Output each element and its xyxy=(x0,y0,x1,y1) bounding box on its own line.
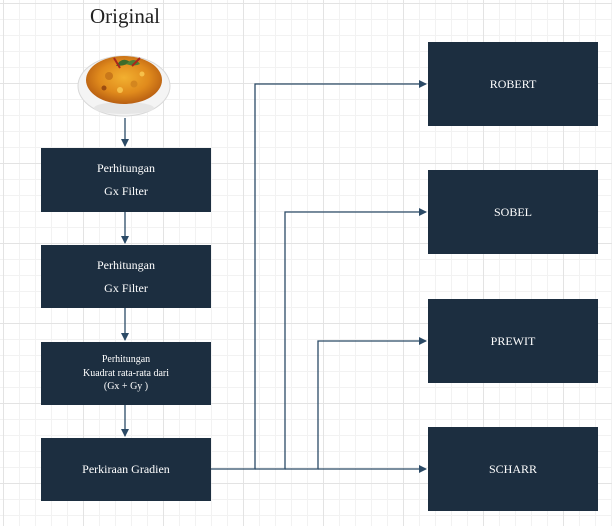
step-label-line: Kuadrat rata-rata dari xyxy=(82,367,170,379)
output-label: PREWIT xyxy=(490,333,536,348)
step-gx-filter-2: Perhitungan Gx Filter xyxy=(41,245,211,308)
food-dish-image xyxy=(77,55,171,117)
output-robert: ROBERT xyxy=(428,42,598,126)
step-label-line: Perhitungan xyxy=(101,354,151,366)
step-label-line: Gx Filter xyxy=(104,184,148,198)
step-mean-square: Perhitungan Kuadrat rata-rata dari (Gx +… xyxy=(41,342,211,405)
output-prewit: PREWIT xyxy=(428,299,598,383)
step-gx-filter-1: Perhitungan Gx Filter xyxy=(41,148,211,212)
arrow-to-sobel xyxy=(255,208,427,470)
step-label-line: Gx Filter xyxy=(104,280,148,295)
step-gradient-estimate: Perkiraan Gradien xyxy=(41,438,211,501)
output-label: SOBEL xyxy=(493,204,532,219)
step-label-line: Perkiraan Gradien xyxy=(82,462,170,477)
step-label-line: Perhitungan xyxy=(97,161,155,176)
arrow-to-prewit xyxy=(285,337,427,470)
original-title: Original xyxy=(90,4,160,28)
step-label-line: Perhitungan xyxy=(97,257,155,272)
output-scharr: SCHARR xyxy=(428,427,598,511)
step-label-line: (Gx + Gy ) xyxy=(103,381,149,393)
output-label: SCHARR xyxy=(488,461,538,476)
output-sobel: SOBEL xyxy=(428,170,598,254)
output-label: ROBERT xyxy=(489,76,537,91)
arrow-to-robert xyxy=(210,80,427,470)
